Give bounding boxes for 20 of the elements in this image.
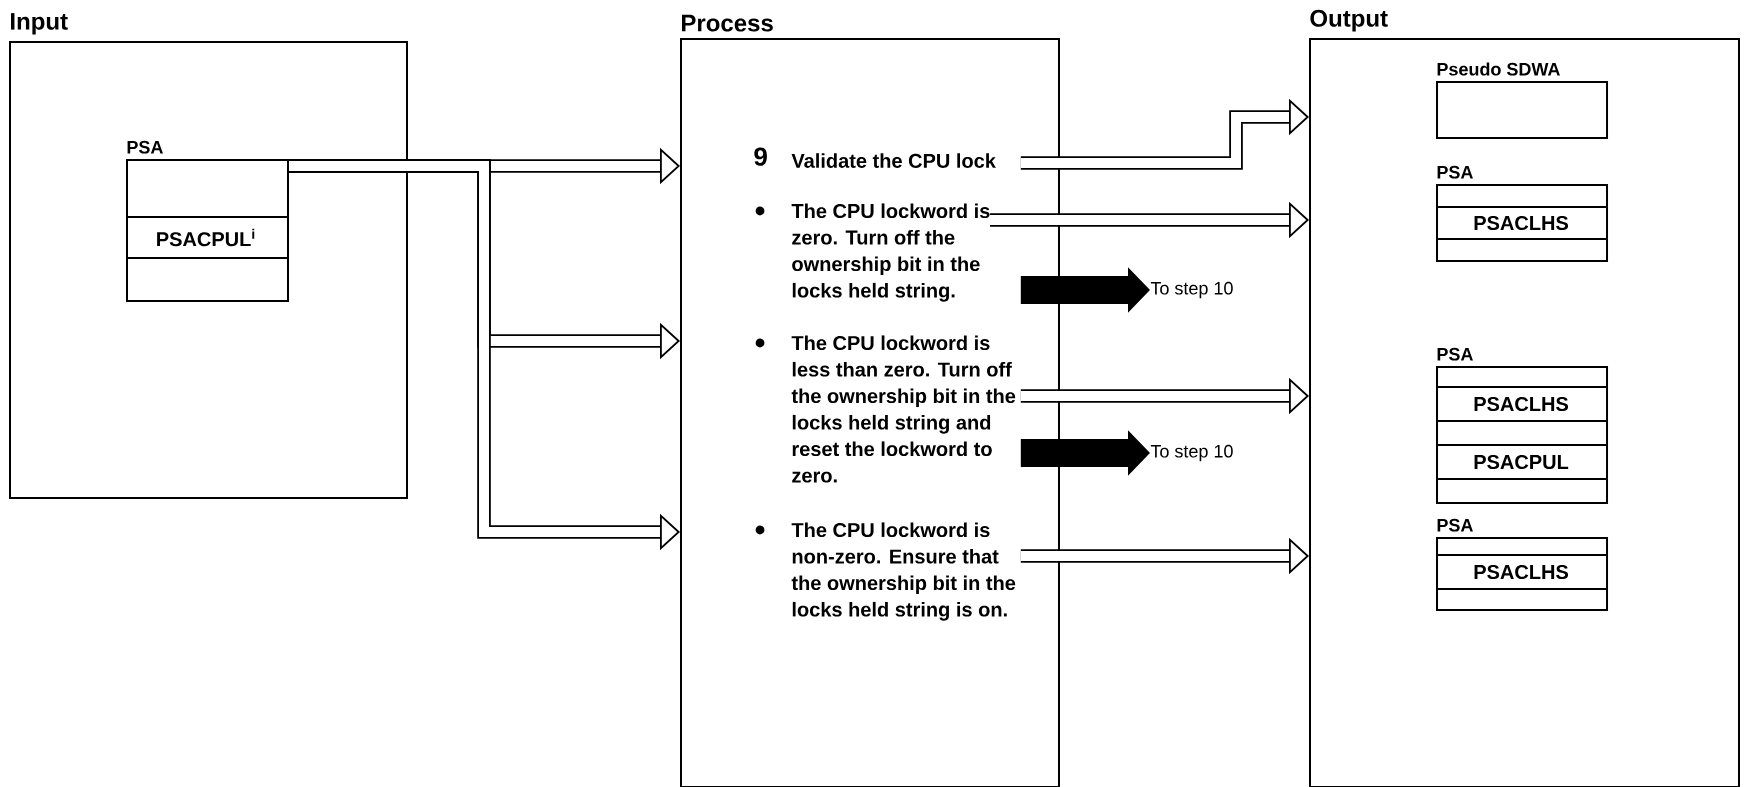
panel-title: Input	[11, 13, 68, 35]
field-name: PSACLHS	[1474, 215, 1569, 231]
step-text: The CPU lockword is less than zero. Turn off the ownership bit in the locks held string and reset the lockword to zero.	[791, 335, 1016, 483]
table-heading: PSA	[1437, 518, 1473, 532]
table-heading: PSA	[1437, 165, 1473, 179]
field-name: PSACLHS	[1474, 396, 1569, 412]
panel-title: Process	[682, 14, 773, 32]
field-name: PSACPUL$^{i}$	[157, 228, 255, 247]
field-name: PSACLHS	[1474, 564, 1569, 580]
field-name: PSACPUL	[1474, 454, 1569, 470]
step-text: The CPU lockword is zero. Turn off the ownership bit in the locks held string.	[791, 203, 990, 302]
step-reference: To step 10	[1150, 281, 1233, 299]
step-text: The CPU lockword is non-zero. Ensure that the ownership bit in the locks held string is on.	[791, 522, 1016, 621]
panel-title: Output	[1310, 9, 1388, 32]
table-heading: Pseudo SDWA	[1437, 62, 1560, 76]
step-reference: To step 10	[1150, 444, 1233, 462]
table-heading: PSA	[1437, 347, 1473, 361]
step-text: 9 Validate the CPU lock	[754, 147, 996, 168]
table-heading: PSA	[127, 140, 163, 154]
arrow	[1020, 98, 1309, 170]
